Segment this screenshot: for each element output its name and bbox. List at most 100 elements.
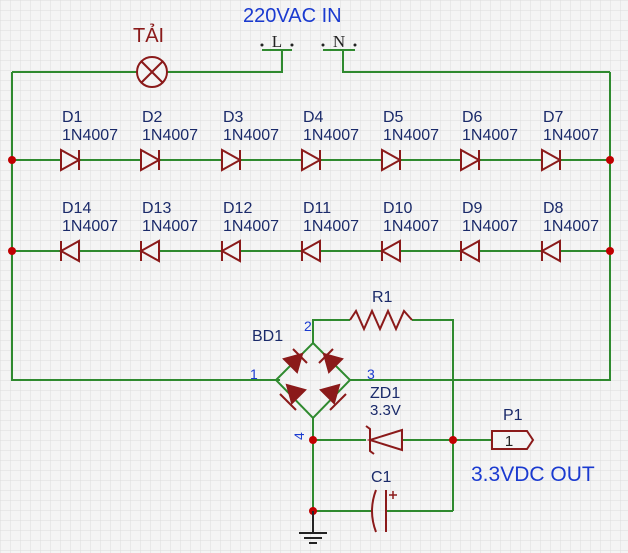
diode-reverse-d14[interactable]	[58, 239, 80, 263]
diode-forward-ref: D4	[303, 109, 324, 126]
capacitor-icon	[371, 489, 377, 533]
diode-reverse-ref: D11	[303, 200, 331, 217]
diode-reverse-value: 1N4007	[62, 218, 118, 235]
zener-ref: ZD1	[370, 385, 400, 402]
diode-icon	[140, 148, 162, 172]
connector-icon	[491, 430, 535, 450]
diode-icon	[58, 239, 80, 263]
bridge-pin-1: 1	[250, 366, 258, 382]
diode-reverse-d9[interactable]	[458, 239, 480, 263]
ac-terminal-l[interactable]: L	[260, 32, 294, 51]
diode-forward-d1[interactable]	[60, 148, 82, 172]
diode-forward-value: 1N4007	[62, 127, 118, 144]
diode-forward-d6[interactable]	[460, 148, 482, 172]
connector-p1[interactable]: 1	[491, 430, 535, 450]
resistor-r1[interactable]	[349, 308, 413, 332]
diode-forward-d5[interactable]	[381, 148, 403, 172]
diode-row-reverse: D141N4007D131N4007D121N4007D111N4007D101…	[58, 200, 599, 263]
diode-reverse-value: 1N4007	[383, 218, 439, 235]
diode-forward-ref: D2	[142, 109, 163, 126]
diode-reverse-ref: D10	[383, 200, 412, 217]
diode-forward-value: 1N4007	[543, 127, 599, 144]
junction-dot	[8, 247, 16, 255]
wire-r1-to-out	[412, 319, 454, 511]
zener-zd1[interactable]	[365, 425, 403, 455]
junction-dot	[606, 247, 614, 255]
diode-forward-value: 1N4007	[303, 127, 359, 144]
bridge-ref: BD1	[252, 328, 283, 345]
diode-reverse-value: 1N4007	[223, 218, 279, 235]
diode-reverse-value: 1N4007	[543, 218, 599, 235]
ac-terminal-n-label: N	[333, 32, 345, 51]
bridge-rectifier-bd1[interactable]	[274, 341, 352, 420]
diode-reverse-d12[interactable]	[219, 239, 241, 263]
diode-reverse-ref: D12	[223, 200, 252, 217]
diode-reverse-value: 1N4007	[462, 218, 518, 235]
diode-forward-ref: D5	[383, 109, 404, 126]
diode-forward-value: 1N4007	[223, 127, 279, 144]
ac-terminal-n[interactable]: N	[321, 32, 357, 51]
resistor-r1-ref: R1	[372, 289, 393, 306]
diode-forward-ref: D7	[543, 109, 564, 126]
wire-left-rail	[11, 72, 280, 381]
diode-icon	[379, 239, 401, 263]
junction-dot	[8, 156, 16, 164]
diode-forward-ref: D6	[462, 109, 483, 126]
diode-reverse-ref: D14	[62, 200, 91, 217]
wire-n-to-right	[342, 50, 610, 73]
diode-icon	[219, 239, 241, 263]
junction-dot	[309, 436, 317, 444]
diode-forward-ref: D3	[223, 109, 244, 126]
diode-forward-d3[interactable]	[221, 148, 243, 172]
diode-reverse-value: 1N4007	[142, 218, 198, 235]
zener-value: 3.3V	[370, 402, 401, 419]
bridge-pin-2: 2	[304, 318, 312, 334]
bridge-diode-icons	[279, 348, 347, 411]
title-label: 220VAC IN	[243, 5, 342, 27]
wire-bridge-to-r1	[312, 319, 350, 343]
diode-row-forward: D11N4007D21N4007D31N4007D41N4007D51N4007…	[60, 109, 599, 172]
diode-reverse-ref: D13	[142, 200, 171, 217]
bridge-pin-4: 4	[291, 432, 307, 440]
junction-dot	[449, 436, 457, 444]
diode-forward-d4[interactable]	[301, 148, 323, 172]
load-label: TẢI	[133, 24, 164, 47]
diode-forward-value: 1N4007	[462, 127, 518, 144]
junction-dot	[606, 156, 614, 164]
diode-icon	[299, 239, 321, 263]
diode-icon	[60, 148, 82, 172]
resistor-icon	[349, 308, 413, 332]
connector-ref: P1	[503, 407, 523, 424]
junctions	[8, 156, 614, 515]
diode-icon	[381, 148, 403, 172]
ac-terminal-l-label: L	[272, 32, 282, 51]
zener-icon	[366, 428, 403, 452]
diode-icon	[138, 239, 160, 263]
diode-forward-d2[interactable]	[140, 148, 162, 172]
diode-forward-value: 1N4007	[383, 127, 439, 144]
capacitor-ref: C1	[371, 469, 392, 486]
ground-icon	[299, 511, 327, 544]
diode-icon	[458, 239, 480, 263]
load-lamp[interactable]	[136, 56, 168, 88]
bridge-pin-3: 3	[367, 366, 375, 382]
diode-icon	[460, 148, 482, 172]
diode-reverse-d8[interactable]	[539, 239, 561, 263]
diode-reverse-d10[interactable]	[379, 239, 401, 263]
capacitor-c1[interactable]	[371, 489, 397, 533]
diode-forward-value: 1N4007	[142, 127, 198, 144]
diode-forward-ref: D1	[62, 109, 83, 126]
diode-icon	[301, 148, 323, 172]
diode-icon	[541, 148, 563, 172]
diode-reverse-ref: D9	[462, 200, 483, 217]
diode-forward-d7[interactable]	[541, 148, 563, 172]
diode-icon	[539, 239, 561, 263]
diode-reverse-d13[interactable]	[138, 239, 160, 263]
diode-reverse-ref: D8	[543, 200, 564, 217]
output-label: 3.3VDC OUT	[471, 463, 595, 486]
wire-right-rail	[350, 72, 611, 381]
diode-reverse-d11[interactable]	[299, 239, 321, 263]
diode-reverse-value: 1N4007	[303, 218, 359, 235]
wire-load-to-l	[167, 50, 283, 73]
